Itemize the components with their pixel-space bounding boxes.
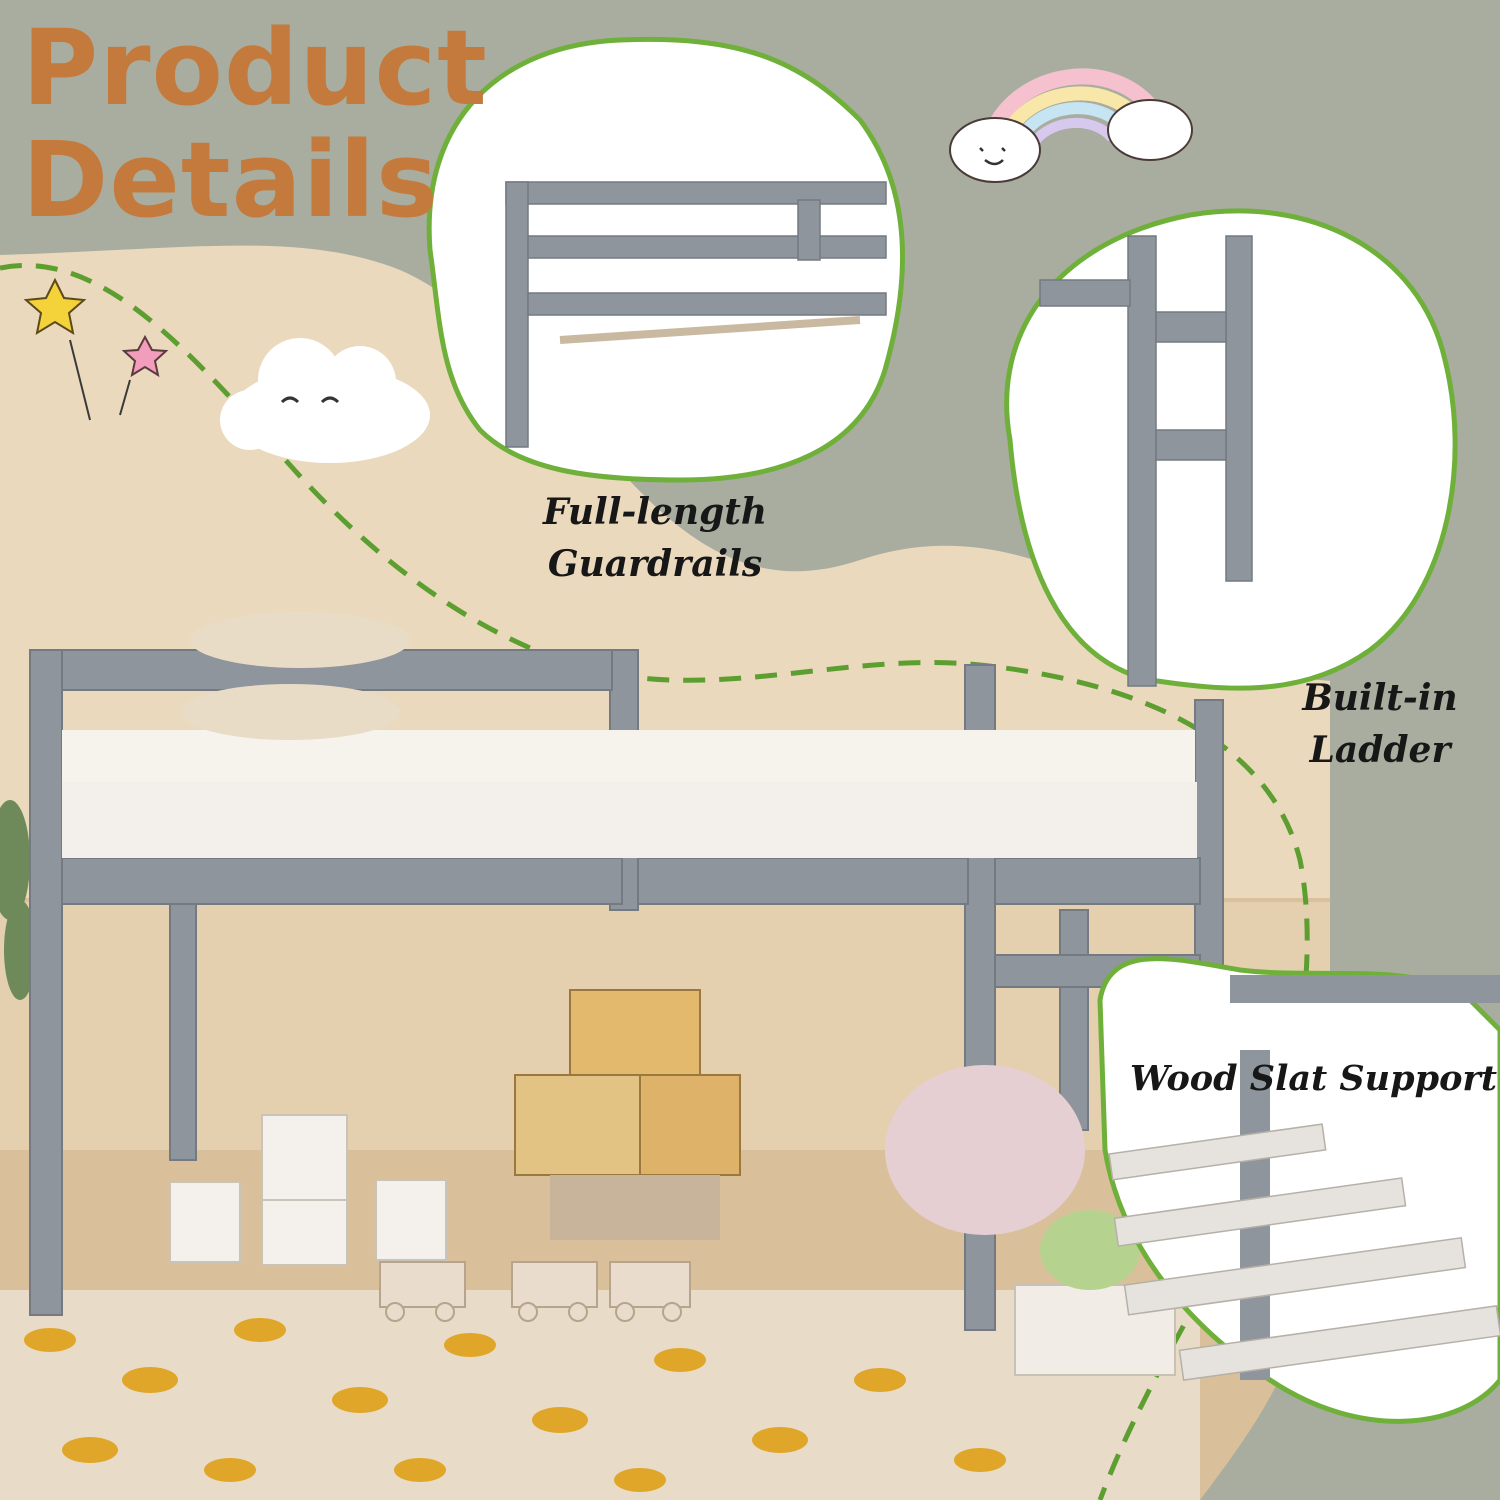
- cloud-face-icon: [220, 338, 430, 463]
- ladder-callout: Built-in Ladder: [1280, 672, 1480, 776]
- title-line-2: Details: [22, 119, 439, 241]
- star-pink-icon: [121, 334, 169, 378]
- guardrails-callout: Full-length Guardrails: [530, 486, 780, 590]
- guardrail-detail-photo: [505, 181, 887, 448]
- star-trail: [69, 339, 131, 421]
- title-line-1: Product: [22, 7, 488, 129]
- slat-support-callout: Wood Slat Support: [1130, 1054, 1498, 1105]
- ladder-label-line2: Ladder: [1309, 729, 1451, 772]
- ladder-detail-photo: [1039, 235, 1253, 687]
- slat-detail-photo: [1108, 975, 1500, 1381]
- pillows: [180, 612, 410, 740]
- toy-blocks: [169, 989, 741, 1266]
- toy-train: [379, 1261, 691, 1322]
- star-yellow-icon: [23, 277, 87, 336]
- plant-decoration: [0, 800, 36, 1000]
- guardrail-detail-blob: [426, 36, 906, 483]
- rug-dots: [24, 1318, 1006, 1492]
- guardrails-label-line1: Full-length: [542, 491, 768, 533]
- rainbow-icon: [949, 68, 1193, 183]
- mattress: [62, 730, 1197, 858]
- guardrails-label-line2: Guardrails: [547, 543, 763, 586]
- slat-support-label: Wood Slat Support: [1130, 1058, 1498, 1099]
- ladder-label-line1: Built-in: [1302, 677, 1458, 719]
